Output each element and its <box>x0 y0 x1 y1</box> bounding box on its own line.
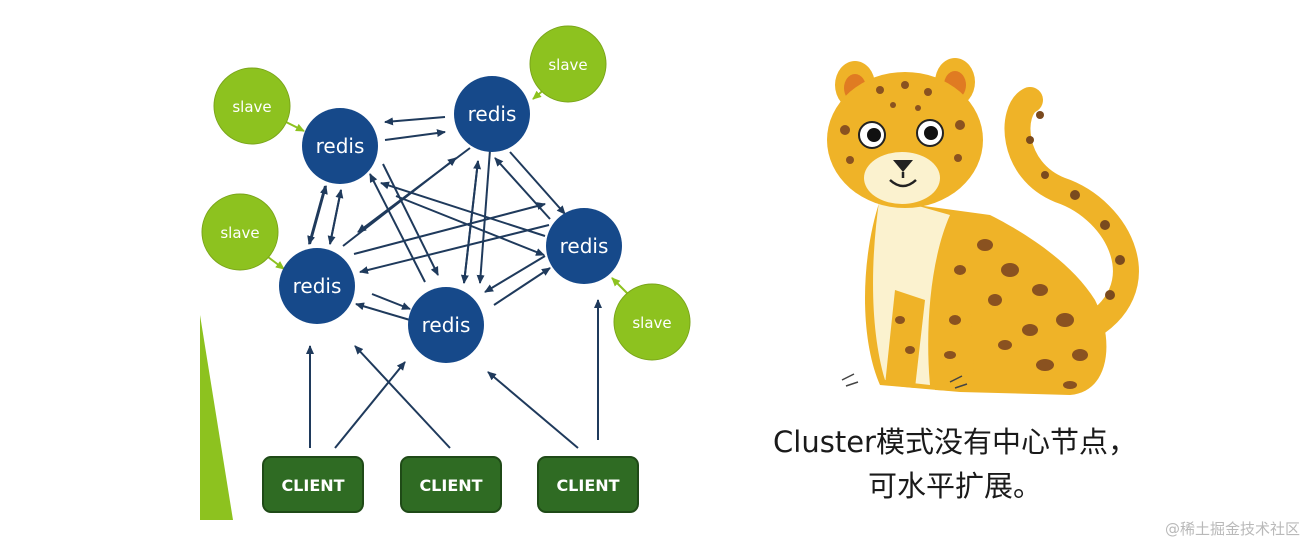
connection-arrow <box>371 293 411 310</box>
slave-node-1: slave <box>213 67 291 145</box>
connection-arrow <box>355 302 411 321</box>
redis-label: redis <box>316 134 365 158</box>
caption-line-2: 可水平扩展。 <box>867 469 1042 503</box>
slave-node-4: slave <box>613 283 691 361</box>
connection-arrow <box>509 151 566 215</box>
connection-arrow <box>329 189 344 245</box>
connection-arrow <box>384 116 446 126</box>
connection-arrow <box>382 163 439 276</box>
connection-arrow <box>369 173 426 283</box>
replication-arrow <box>285 121 305 132</box>
client-arrow <box>334 361 406 449</box>
client-label: CLIENT <box>419 476 482 495</box>
redis-node-1: redis <box>302 108 378 184</box>
client-box-3: CLIENT <box>537 456 639 513</box>
connection-arrow <box>342 157 457 247</box>
connection-arrow <box>353 202 546 255</box>
accent-wedge <box>200 315 233 520</box>
client-box-1: CLIENT <box>262 456 364 513</box>
redis-node-5: redis <box>408 287 484 363</box>
redis-label: redis <box>468 102 517 126</box>
connection-arrow <box>359 224 550 274</box>
connection-arrow <box>395 195 545 256</box>
client-box-2: CLIENT <box>400 456 502 513</box>
caption-line-1: Cluster模式没有中心节点， <box>773 425 1137 459</box>
slave-label: slave <box>220 224 259 242</box>
redis-node-3: redis <box>546 208 622 284</box>
slave-label: slave <box>232 98 271 116</box>
connection-arrow <box>463 160 482 284</box>
connection-arrow <box>309 185 328 245</box>
client-label: CLIENT <box>556 476 619 495</box>
cheetah-illustration <box>827 58 1139 395</box>
slave-node-2: slave <box>529 25 607 103</box>
client-label: CLIENT <box>281 476 344 495</box>
slave-label: slave <box>632 314 671 332</box>
connection-arrow <box>493 267 551 306</box>
redis-label: redis <box>293 274 342 298</box>
slave-node-3: slave <box>201 193 279 271</box>
replication-arrow <box>267 256 285 270</box>
redis-node-2: redis <box>454 76 530 152</box>
watermark: @稀土掘金技术社区 <box>1164 520 1300 538</box>
connection-arrow <box>384 129 446 141</box>
client-arrow <box>487 371 579 449</box>
redis-label: redis <box>422 313 471 337</box>
connection-arrow <box>380 181 546 237</box>
redis-label: redis <box>560 234 609 258</box>
caption: Cluster模式没有中心节点， 可水平扩展。 <box>720 420 1190 508</box>
redis-node-4: redis <box>279 248 355 324</box>
client-arrow <box>354 345 451 449</box>
connection-arrows <box>306 116 602 449</box>
slave-label: slave <box>548 56 587 74</box>
connection-arrow <box>484 255 546 293</box>
